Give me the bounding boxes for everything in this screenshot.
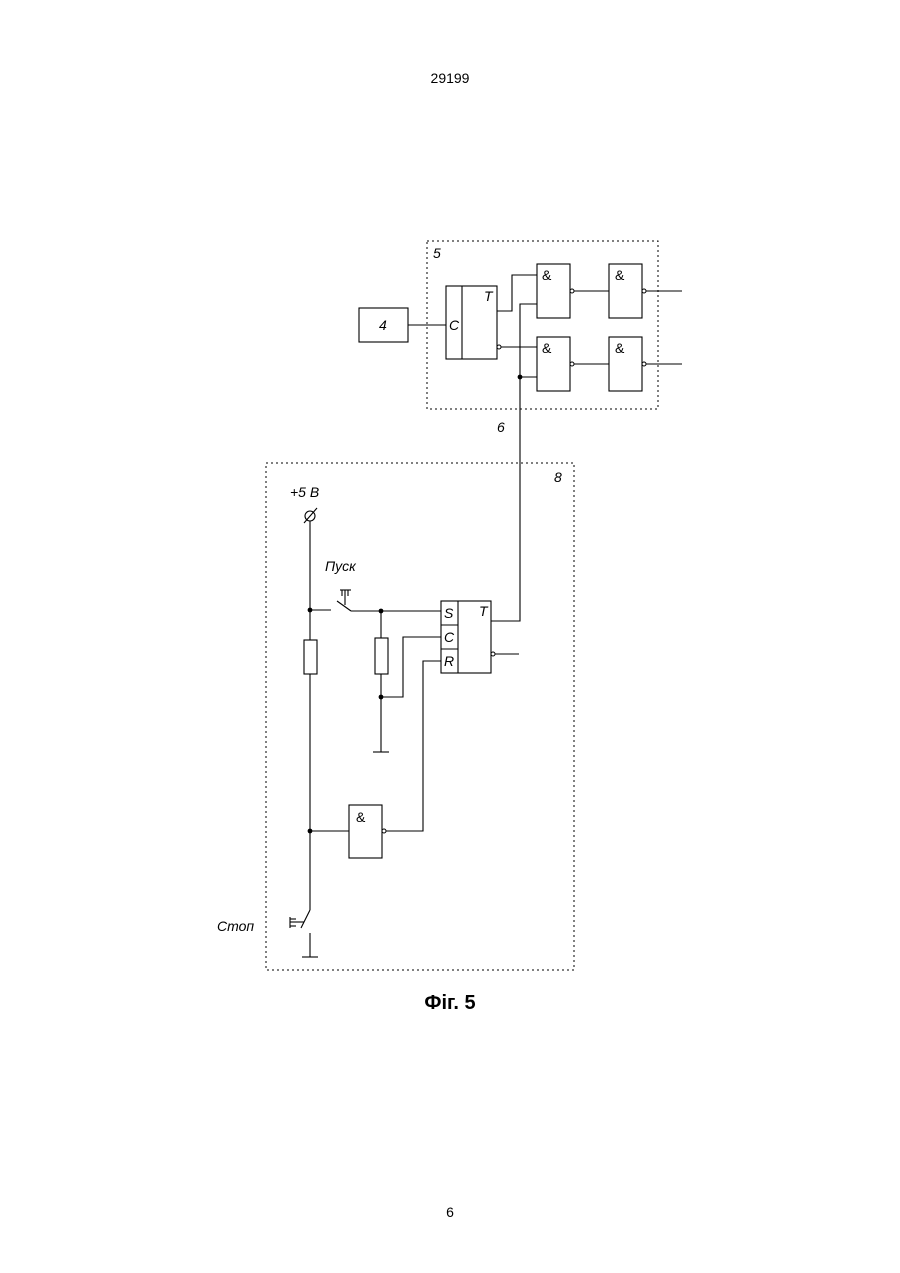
block-8-boundary [266,463,574,970]
block-8-label: 8 [554,469,562,485]
flipflop-bottom-r-label: R [444,653,454,669]
and-gate-stop [349,805,382,858]
and-gate-4-symbol: & [615,340,625,356]
and-gate-stop-inv-output [382,829,386,833]
figure-caption: Фіг. 5 [0,992,900,1015]
flipflop-top-c-label: C [449,317,460,333]
flipflop-bottom-s-label: S [444,605,454,621]
and-gate-2-inv-output [570,362,574,366]
stop-switch-blade [301,910,310,928]
and-gate-3 [609,264,642,318]
stop-label: Стоп [217,918,254,934]
block-4-label: 4 [379,317,387,333]
power-label: +5 В [290,484,319,500]
and-gate-3-inv-output [642,289,646,293]
wire-r-input [385,661,441,831]
flipflop-bottom-inv-output [491,652,495,656]
and-gate-4-inv-output [642,362,646,366]
wire-enable-to-and1 [520,304,537,377]
page-number: 6 [0,1204,900,1220]
start-label: Пуск [325,558,357,574]
flipflop-bottom-c-label: C [444,629,455,645]
and-gate-1-inv-output [570,289,574,293]
and-gate-2-symbol: & [542,340,552,356]
wire-c-input [381,637,441,697]
flipflop-top-inv-output [497,345,501,349]
start-switch-blade [337,601,351,611]
link-6-label: 6 [497,419,505,435]
block-5-label: 5 [433,245,441,261]
and-gate-4 [609,337,642,391]
wire-link-6 [491,377,520,621]
flipflop-bottom-t-label: T [479,603,489,619]
wire-q-to-and1 [497,275,537,311]
resistor-2 [375,638,388,674]
and-gate-stop-symbol: & [356,809,366,825]
flipflop-top-t-label: T [484,288,494,304]
and-gate-3-symbol: & [615,267,625,283]
and-gate-1-symbol: & [542,267,552,283]
resistor-1 [304,640,317,674]
